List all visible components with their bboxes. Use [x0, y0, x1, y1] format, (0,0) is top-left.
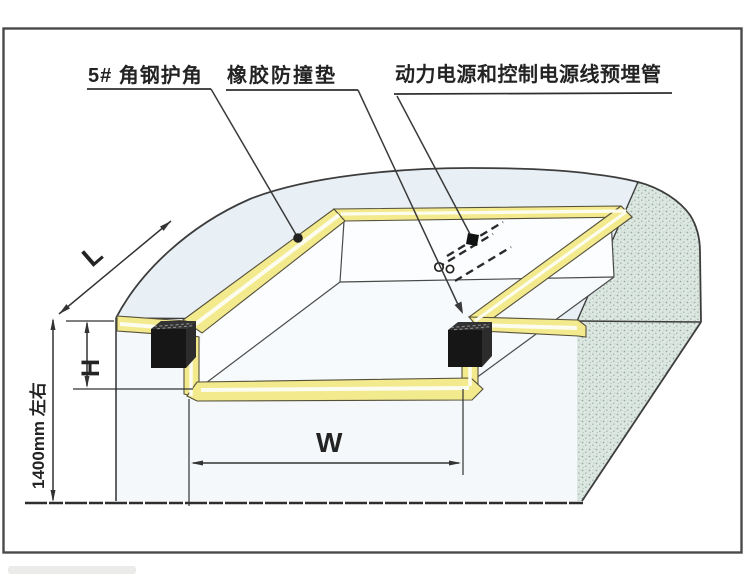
drawing-frame: [2, 27, 743, 554]
label-angle-steel: 5# 角钢护角: [88, 63, 203, 87]
scan-smudge: [8, 566, 136, 574]
leader-conduit: [396, 95, 471, 235]
block-right-slope-edge: [581, 321, 702, 502]
dim-width-label: W: [316, 427, 343, 458]
label-conduit: 动力电源和控制电源线预埋管: [395, 62, 662, 86]
dim-total-depth-label: 1400mm 左右: [28, 382, 48, 489]
conduit-opening-2: [445, 264, 455, 274]
leader-angle-steel-dot: [293, 233, 303, 243]
pad-side: [186, 321, 196, 368]
block-right-top-edge: [576, 320, 702, 323]
dim-total-depth-1400: 1400mm 左右: [28, 318, 56, 502]
pad-top-hatch: [153, 322, 195, 330]
pad-front: [151, 329, 186, 368]
pad-side: [482, 322, 492, 367]
rubber-pad-right: [448, 322, 492, 367]
pad-top-hatch: [450, 323, 492, 331]
dim-length-label: L: [76, 239, 108, 272]
dim-depth-label: H: [77, 359, 105, 377]
leader-angle-steel: [210, 88, 299, 239]
pit-left-wall: [194, 221, 344, 392]
block-outline-edge: [115, 167, 702, 323]
dim-width-W: W: [188, 389, 464, 506]
callouts: 5# 角钢护角 橡胶防撞垫 动力电源和控制电源线预埋管: [87, 62, 673, 95]
rubber-pad-left: [151, 321, 196, 368]
leader-rubber-pad: [357, 89, 462, 312]
label-rubber-pad: 橡胶防撞垫: [227, 63, 337, 87]
leader-rubber-pad-arrowhead: [454, 301, 463, 314]
dim-depth-H: H: [66, 320, 193, 390]
leaders: [210, 88, 471, 312]
label-conduit-underline: [393, 92, 673, 95]
pad-front: [448, 330, 482, 367]
conduit-junction-dot: [466, 233, 479, 246]
